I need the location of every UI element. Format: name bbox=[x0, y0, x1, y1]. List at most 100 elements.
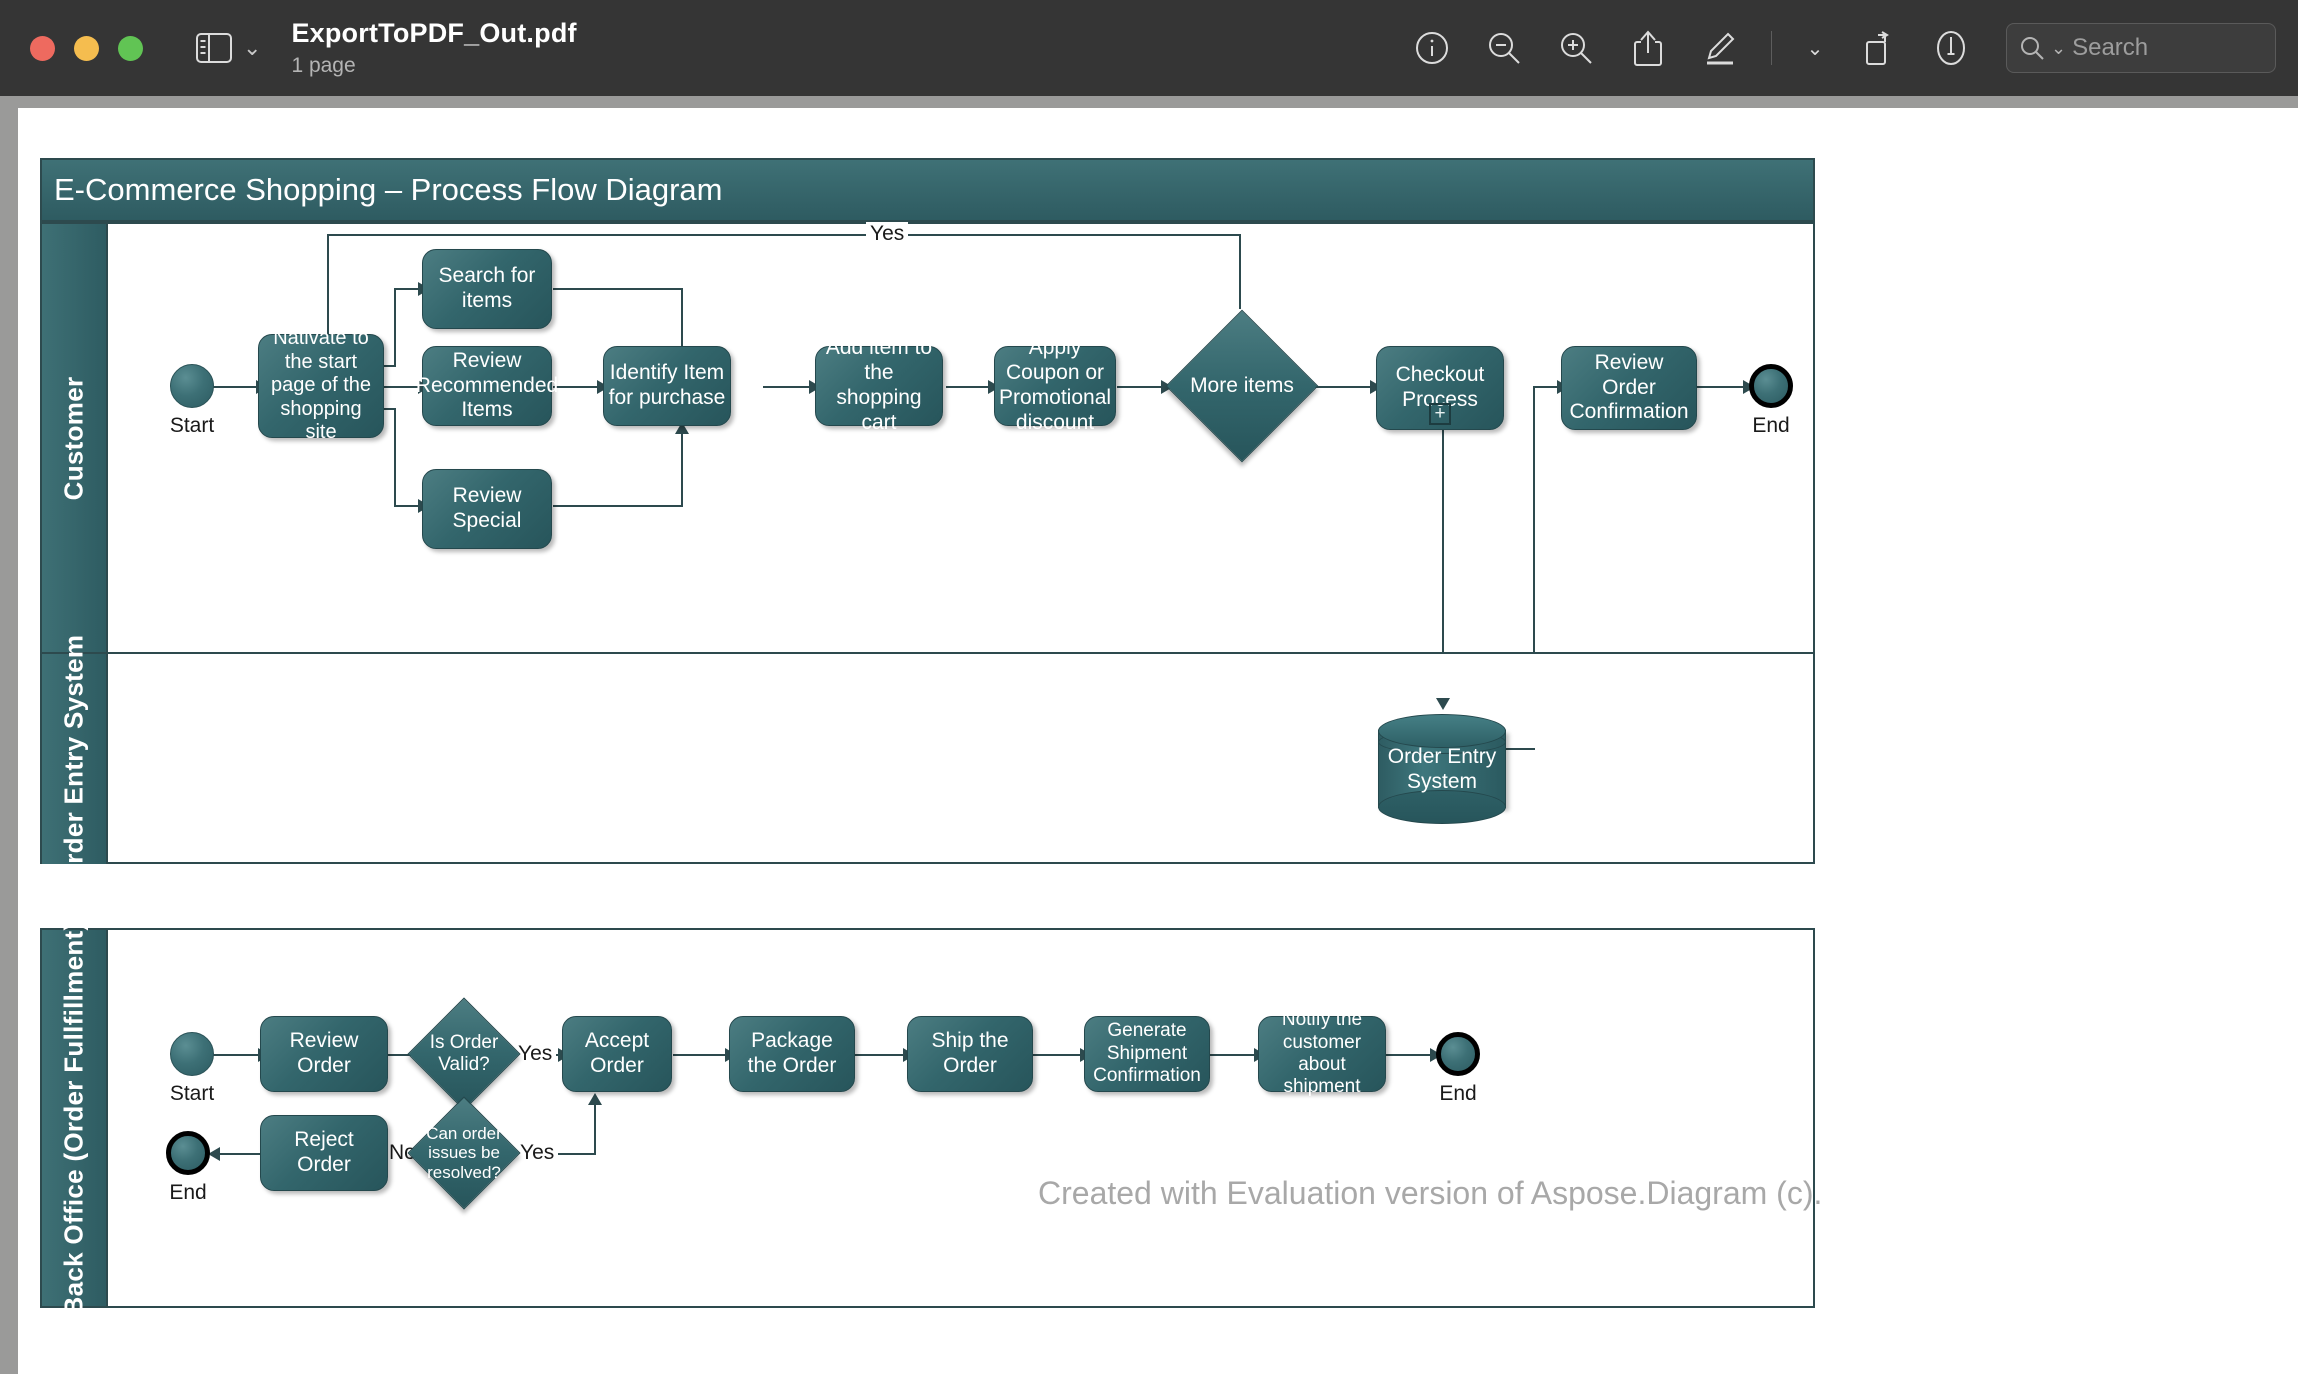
connector-bo-start-to-review bbox=[206, 1054, 260, 1056]
task-reject-order[interactable]: Reject Order bbox=[260, 1115, 388, 1191]
datastore-top bbox=[1378, 714, 1506, 748]
connector-datastore-to-confirm-h bbox=[1533, 386, 1561, 388]
lane-label-back-office-text: Back Office (Order Fullfillment) bbox=[58, 921, 89, 1315]
connector-navigate-to-search-c bbox=[394, 288, 422, 290]
connector-coupon-to-moreitems bbox=[1117, 386, 1167, 388]
connector-start-to-navigate bbox=[206, 386, 258, 388]
task-review-recommended-label: Review Recommended Items bbox=[415, 348, 559, 422]
connector-review-to-isvalid bbox=[368, 1054, 424, 1056]
document-scroll-area[interactable]: E-Commerce Shopping – Process Flow Diagr… bbox=[0, 96, 2298, 1374]
zoom-button[interactable] bbox=[118, 35, 143, 61]
minimize-button[interactable] bbox=[74, 35, 99, 61]
edge-label-yes: Yes bbox=[866, 222, 909, 246]
task-review-special[interactable]: Review Special bbox=[422, 469, 552, 549]
markup-icon[interactable] bbox=[1930, 27, 1972, 69]
task-notify-customer[interactable]: Notify the customer about shipment bbox=[1258, 1009, 1386, 1097]
connector-confirm-to-end bbox=[1697, 386, 1749, 388]
connector-checkout-to-datastore bbox=[1442, 429, 1444, 654]
document-title-block: ExportToPDF_Out.pdf 1 page bbox=[291, 18, 576, 78]
lane-label-back-office: Back Office (Order Fullfillment) bbox=[42, 921, 108, 1315]
lane-label-order-entry-system-text: Order Entry System bbox=[58, 634, 89, 884]
connector-search-to-identify-a bbox=[553, 288, 683, 290]
info-icon[interactable] bbox=[1411, 27, 1453, 69]
task-reject-order-label: Reject Order bbox=[294, 1128, 354, 1176]
task-generate-shipment-confirmation-label: Generate Shipment Confirmation bbox=[1093, 1020, 1201, 1087]
subprocess-plus-icon: + bbox=[1429, 403, 1451, 425]
edge-label-resolve-yes: Yes bbox=[516, 1141, 559, 1165]
toolbar-actions: ⌄ ⌄ Search bbox=[1411, 23, 2276, 73]
arrow-head bbox=[588, 1093, 602, 1105]
event-start-customer[interactable] bbox=[170, 364, 214, 408]
event-end-customer[interactable] bbox=[1749, 364, 1793, 408]
rotate-icon[interactable] bbox=[1858, 27, 1900, 69]
connector-addcart-to-coupon bbox=[946, 386, 994, 388]
chevron-down-icon[interactable]: ⌄ bbox=[2051, 37, 2067, 58]
event-end-back-office-ship[interactable] bbox=[1436, 1032, 1480, 1076]
task-package-order[interactable]: Package the Order bbox=[729, 1016, 855, 1092]
zoom-in-icon[interactable] bbox=[1555, 27, 1597, 69]
event-end-back-office-ship-label: End bbox=[1439, 1082, 1477, 1105]
window-toolbar: ⌄ ExportToPDF_Out.pdf 1 page bbox=[0, 0, 2298, 96]
task-accept-order[interactable]: Accept Order bbox=[562, 1016, 672, 1092]
traffic-light-controls[interactable] bbox=[30, 35, 143, 61]
lane-label-order-entry-system: Order Entry System bbox=[42, 634, 108, 884]
pdf-page: E-Commerce Shopping – Process Flow Diagr… bbox=[18, 108, 2298, 1374]
connector-navigate-to-reviewspc-c bbox=[394, 505, 422, 507]
connector-navigate-to-reviewspc-b bbox=[394, 408, 396, 506]
task-identify-item[interactable]: Identify Item for purchase bbox=[603, 346, 731, 426]
task-ship-order[interactable]: Ship the Order bbox=[907, 1016, 1033, 1092]
connector-reject-to-end bbox=[210, 1153, 260, 1155]
datastore-bottom bbox=[1378, 790, 1506, 824]
scroll-gutter[interactable] bbox=[0, 96, 18, 1374]
document-page-count: 1 page bbox=[291, 54, 356, 77]
arrow-head bbox=[208, 1147, 220, 1161]
event-start-customer-label: Start bbox=[169, 414, 215, 437]
highlight-pen-icon[interactable] bbox=[1699, 27, 1741, 69]
task-review-confirmation[interactable]: Review Order Confirmation bbox=[1561, 346, 1697, 430]
task-navigate[interactable]: Nativate to the start page of the shoppi… bbox=[258, 327, 384, 443]
datastore-order-entry-system[interactable]: Order Entry System bbox=[1378, 714, 1506, 824]
connector-yes-loop-a bbox=[1239, 234, 1241, 309]
task-add-to-cart[interactable]: Add item to the shopping cart bbox=[815, 336, 943, 434]
connector-reviewspc-to-identify-a bbox=[553, 505, 683, 507]
share-icon[interactable] bbox=[1627, 27, 1669, 69]
pool-customer: E-Commerce Shopping – Process Flow Diagr… bbox=[40, 158, 1815, 884]
search-placeholder: Search bbox=[2072, 34, 2149, 61]
datastore-ring bbox=[1378, 730, 1506, 754]
lane-label-customer: Customer bbox=[42, 224, 108, 652]
gateway-can-order-issues-be-resolved[interactable]: Can order issues be resolved? bbox=[407, 1096, 521, 1210]
event-end-customer-label: End bbox=[1752, 414, 1790, 437]
zoom-out-icon[interactable] bbox=[1483, 27, 1525, 69]
close-button[interactable] bbox=[30, 35, 55, 61]
task-checkout-process[interactable]: Checkout Process + bbox=[1376, 346, 1504, 430]
search-input[interactable]: ⌄ Search bbox=[2006, 23, 2276, 73]
connector-identify-to-addcart bbox=[763, 386, 815, 388]
pool-back-office: Back Office (Order Fullfillment) bbox=[40, 921, 1822, 1315]
connector-accept-to-package bbox=[673, 1054, 729, 1056]
chevron-down-icon[interactable]: ⌄ bbox=[243, 35, 262, 60]
task-ship-order-label: Ship the Order bbox=[931, 1029, 1009, 1077]
gateway-is-order-valid-label: Is Order Valid? bbox=[429, 1032, 499, 1075]
task-search-items-label: Search for items bbox=[438, 264, 536, 312]
datastore-label: Order Entry System bbox=[1387, 744, 1497, 793]
task-navigate-label: Nativate to the start page of the shoppi… bbox=[270, 327, 372, 444]
connector-datastore-out bbox=[1493, 748, 1535, 750]
gateway-more-items[interactable]: More items bbox=[1165, 309, 1319, 463]
task-review-recommended[interactable]: Review Recommended Items bbox=[416, 346, 558, 426]
edge-label-valid-yes: Yes bbox=[514, 1042, 557, 1066]
gateway-more-items-label: More items bbox=[1190, 373, 1294, 397]
task-review-confirmation-label: Review Order Confirmation bbox=[1569, 350, 1689, 424]
chevron-down-icon[interactable]: ⌄ bbox=[1806, 37, 1824, 60]
connector-package-to-ship bbox=[851, 1054, 907, 1056]
task-apply-coupon[interactable]: Apply Coupon or Promotional discount bbox=[994, 336, 1116, 434]
event-start-back-office[interactable] bbox=[170, 1032, 214, 1076]
task-review-order-label: Review Order bbox=[289, 1029, 359, 1077]
sidebar-toggle-group[interactable]: ⌄ bbox=[193, 27, 261, 69]
task-review-order[interactable]: Review Order bbox=[260, 1016, 388, 1092]
event-end-back-office-reject[interactable] bbox=[166, 1131, 210, 1175]
gateway-is-order-valid[interactable]: Is Order Valid? bbox=[407, 997, 521, 1111]
task-generate-shipment-confirmation[interactable]: Generate Shipment Confirmation bbox=[1084, 1016, 1210, 1092]
task-search-items[interactable]: Search for items bbox=[422, 249, 552, 329]
sidebar-icon[interactable] bbox=[193, 27, 235, 69]
